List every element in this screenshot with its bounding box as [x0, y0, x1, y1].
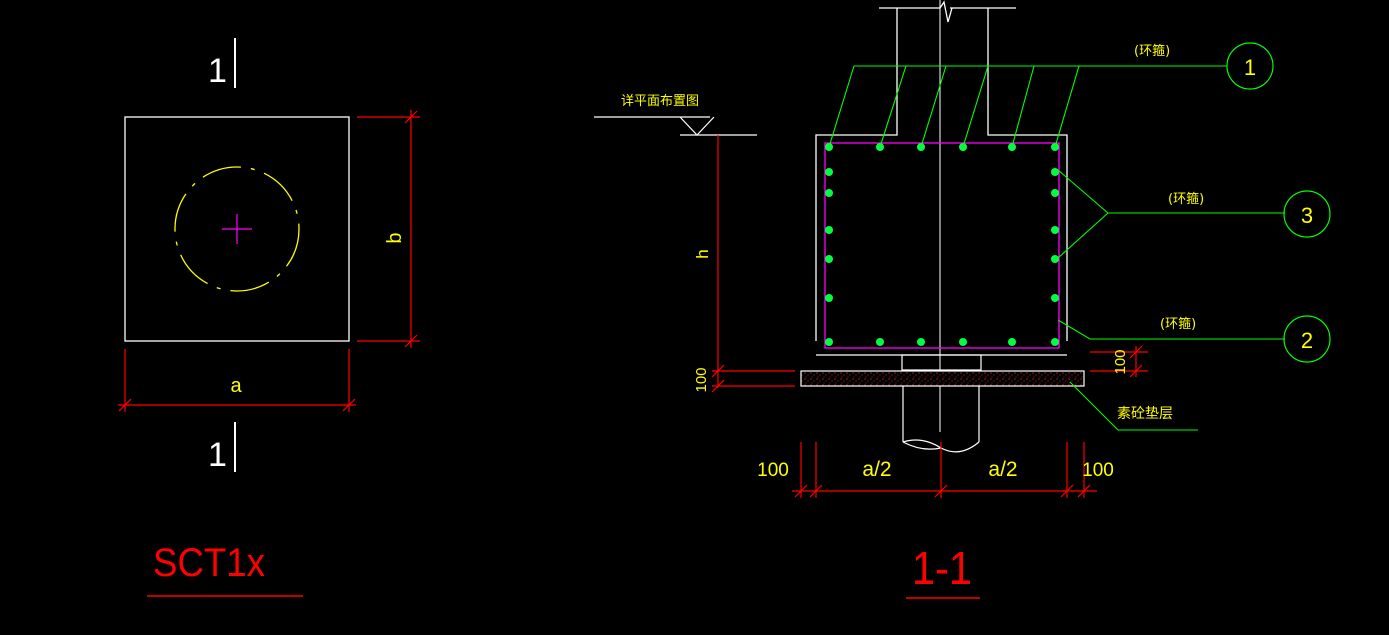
section-mark-bottom-number: 1: [208, 436, 227, 474]
section-title: 1-1: [912, 542, 972, 594]
dimension-100-right: [1090, 345, 1148, 378]
dimension-100-bottom-left-label: 100: [757, 460, 789, 481]
callout-3-circle: [1283, 190, 1331, 238]
callout-1-label: (环箍): [1134, 43, 1170, 59]
callout-2-circle: [1283, 315, 1331, 363]
callout-2-label: (环箍): [1160, 316, 1196, 332]
callout-3-leaders: [1057, 169, 1285, 259]
dimension-b-label: b: [384, 232, 406, 243]
cushion-label: 素砼垫层: [1117, 406, 1173, 422]
dimension-h: [711, 135, 795, 393]
dimension-half-right-label: a/2: [988, 458, 1017, 481]
rebar-dots: [825, 143, 1059, 346]
dimension-100-left-label: 100: [693, 367, 710, 392]
callout-1-leaders: [828, 65, 1227, 148]
concrete-cushion: [800, 370, 1085, 387]
section-mark-top-number: 1: [208, 52, 227, 90]
pile-head: [901, 354, 982, 371]
dimension-half-left-label: a/2: [862, 458, 891, 481]
dimension-a: [118, 349, 356, 412]
section-view: 详平面布置图 h 100 100: [594, 0, 1331, 599]
callout-3-number: 3: [1301, 203, 1313, 228]
plan-view: 1 b a 1 SCT1x: [118, 38, 420, 597]
level-label: 详平面布置图: [621, 94, 699, 109]
dimension-100-bottom-right-label: 100: [1082, 460, 1114, 481]
dimension-bottom-chain: [792, 442, 1097, 498]
column-outline: [815, 0, 1068, 341]
callout-1-number: 1: [1244, 55, 1256, 80]
cushion-leader: [1069, 381, 1198, 431]
dimension-b: [357, 110, 420, 348]
cap-outline: [124, 116, 350, 342]
dimension-100-right-label: 100: [1112, 349, 1129, 374]
plan-title: SCT1x: [153, 541, 265, 585]
callout-1-circle: [1226, 42, 1274, 90]
dimension-h-label: h: [693, 249, 712, 258]
dimension-a-label: a: [230, 375, 242, 397]
callout-2-leader: [1057, 319, 1285, 340]
pile-body: [902, 386, 980, 453]
pile-circle-hidden: [174, 166, 300, 292]
callout-2-number: 2: [1301, 328, 1313, 353]
stirrup-loop: [824, 142, 1060, 349]
callout-3-label: (环箍): [1168, 191, 1204, 207]
level-triangle: [679, 116, 715, 136]
